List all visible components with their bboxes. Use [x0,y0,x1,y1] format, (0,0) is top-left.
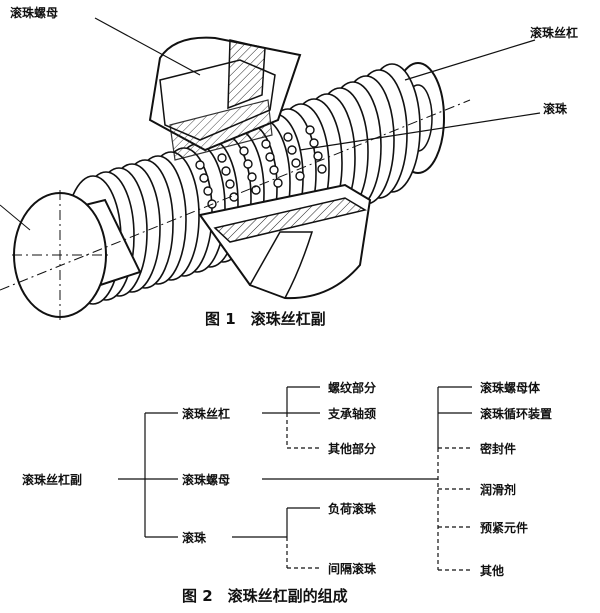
leader-nut [94,17,201,76]
tree-leaf-nut-other: 其他 [480,564,505,578]
label-ball: 滚珠 [543,102,568,116]
tree-leaf-spacer-ball: 间隔滚珠 [328,562,377,576]
tree-leaf-preload-element: 预紧元件 [480,521,529,535]
tree-node-screw: 滚珠丝杠 [182,407,231,421]
tree-leaf-circulation-device: 滚珠循环装置 [480,407,553,421]
tree-leaf-bearing-journal: 支承轴颈 [328,407,377,421]
tree-connectors [118,386,472,571]
tree-leaf-nut-body: 滚珠螺母体 [480,381,541,395]
nut-upper-half [148,36,302,161]
tree-node-nut: 滚珠螺母 [182,473,231,487]
tree-leaf-lubricant: 润滑剂 [480,483,517,497]
tree-leaf-seal: 密封件 [480,442,517,456]
tree-root: 滚珠丝杠副 [22,473,83,487]
tree-leaf-load-ball: 负荷滚珠 [328,502,377,516]
figure1-caption: 图 1 滚珠丝杠副 [205,310,326,328]
nut-lower-half [198,183,372,300]
label-screw: 滚珠丝杠 [530,26,579,40]
leader-screw [404,39,536,81]
section-line [0,204,31,231]
ball-screw-illustration: 滚珠螺母 滚珠丝杠 滚珠 图 1 滚珠丝杠副 [0,6,579,328]
center-lines [0,99,471,320]
figure2-caption: 图 2 滚珠丝杠副的组成 [182,587,348,605]
composition-tree: 滚珠丝杠副 滚珠丝杠 滚珠螺母 滚珠 螺纹部分 支承轴颈 其他部分 滚珠螺母体 … [0,340,600,609]
tree-leaf-screw-other: 其他部分 [328,442,377,456]
leader-lines [94,17,541,151]
tree-node-ball: 滚珠 [182,531,207,545]
balls [195,125,327,209]
tree-leaf-thread-part: 螺纹部分 [328,381,377,395]
label-nut: 滚珠螺母 [10,6,59,20]
leader-ball [299,112,541,151]
ball-screw-drawing [0,17,541,320]
